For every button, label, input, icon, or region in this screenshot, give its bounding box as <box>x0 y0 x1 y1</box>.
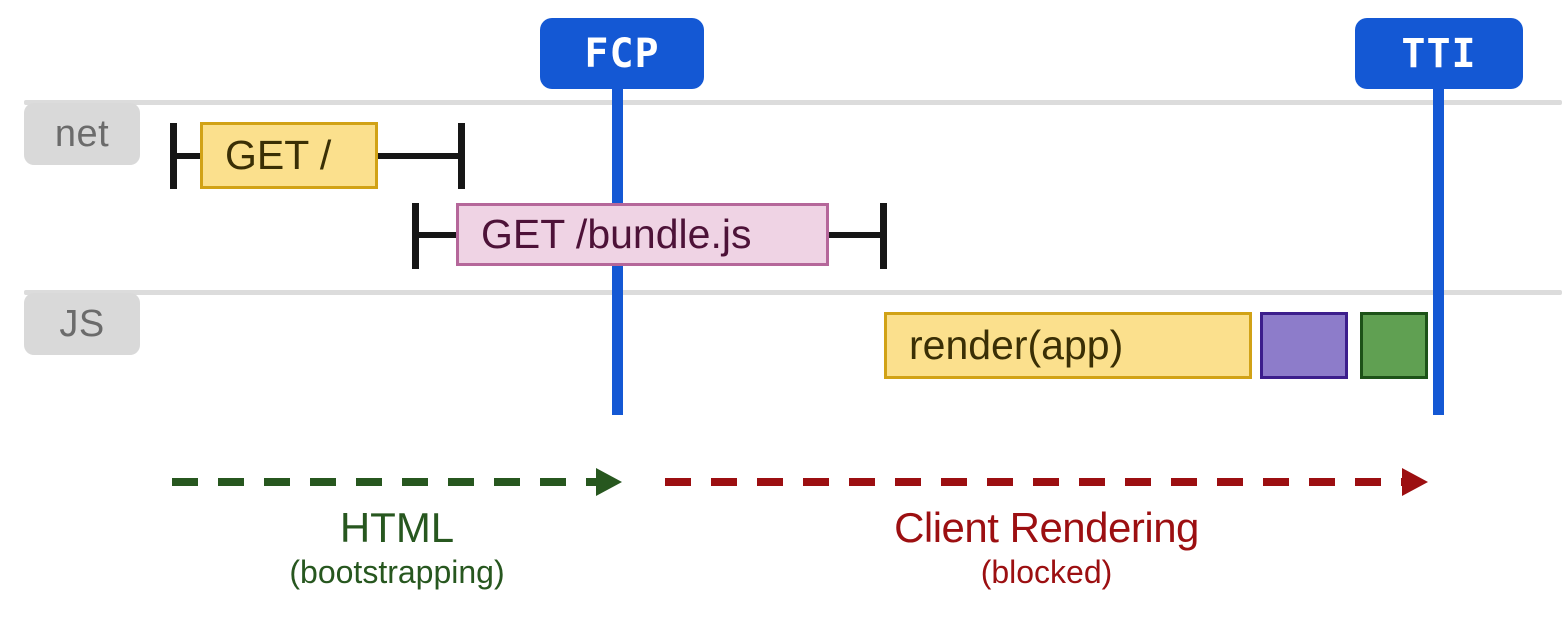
tti-marker-line <box>1433 78 1444 415</box>
task-box-green[interactable] <box>1360 312 1428 379</box>
whisker-rule-right-get-root <box>372 153 464 159</box>
task-label-get-root: GET / <box>225 132 332 178</box>
phase-arrow-client-icon <box>665 468 1428 496</box>
phase-arrow-head-client <box>1402 468 1428 496</box>
task-label-get-bundle: GET /bundle.js <box>481 211 752 257</box>
phase-arrow-dash-client <box>665 478 1402 486</box>
whisker-rule-left-get-bundle <box>412 232 462 238</box>
phase-arrow-html-icon <box>172 468 622 496</box>
whisker-cap-right-get-root <box>458 123 465 189</box>
whisker-rule-right-get-bundle <box>824 232 884 238</box>
phase-arrow-dash-html <box>172 478 596 486</box>
track-line-js <box>24 290 1562 295</box>
track-label-js: JS <box>59 303 105 345</box>
phase-subtitle-client: (blocked) <box>980 554 1113 591</box>
phase-annotation-client-rendering: Client Rendering (blocked) <box>665 468 1428 591</box>
whisker-cap-right-get-bundle <box>880 203 887 269</box>
whisker-rule-left-get-root <box>170 153 206 159</box>
phase-title-client: Client Rendering <box>894 504 1199 551</box>
fcp-marker-label: FCP <box>584 30 660 77</box>
tti-marker-label: TTI <box>1401 30 1477 77</box>
track-label-net: net <box>54 113 110 155</box>
task-box-purple[interactable] <box>1260 312 1348 379</box>
phase-title-html: HTML <box>339 504 455 551</box>
track-chip-js[interactable]: JS <box>24 293 140 355</box>
track-line-net <box>24 100 1562 105</box>
phase-arrow-head-html <box>596 468 622 496</box>
track-chip-net[interactable]: net <box>24 103 140 165</box>
task-box-render-app[interactable]: render(app) <box>884 312 1252 379</box>
task-label-render-app: render(app) <box>909 322 1124 368</box>
tti-marker-badge[interactable]: TTI <box>1355 18 1523 89</box>
task-box-get-bundle[interactable]: GET /bundle.js <box>456 203 829 266</box>
phase-annotation-html: HTML (bootstrapping) <box>172 468 622 591</box>
task-box-get-root[interactable]: GET / <box>200 122 378 189</box>
fcp-marker-badge[interactable]: FCP <box>540 18 704 89</box>
phase-subtitle-html: (bootstrapping) <box>289 554 505 591</box>
